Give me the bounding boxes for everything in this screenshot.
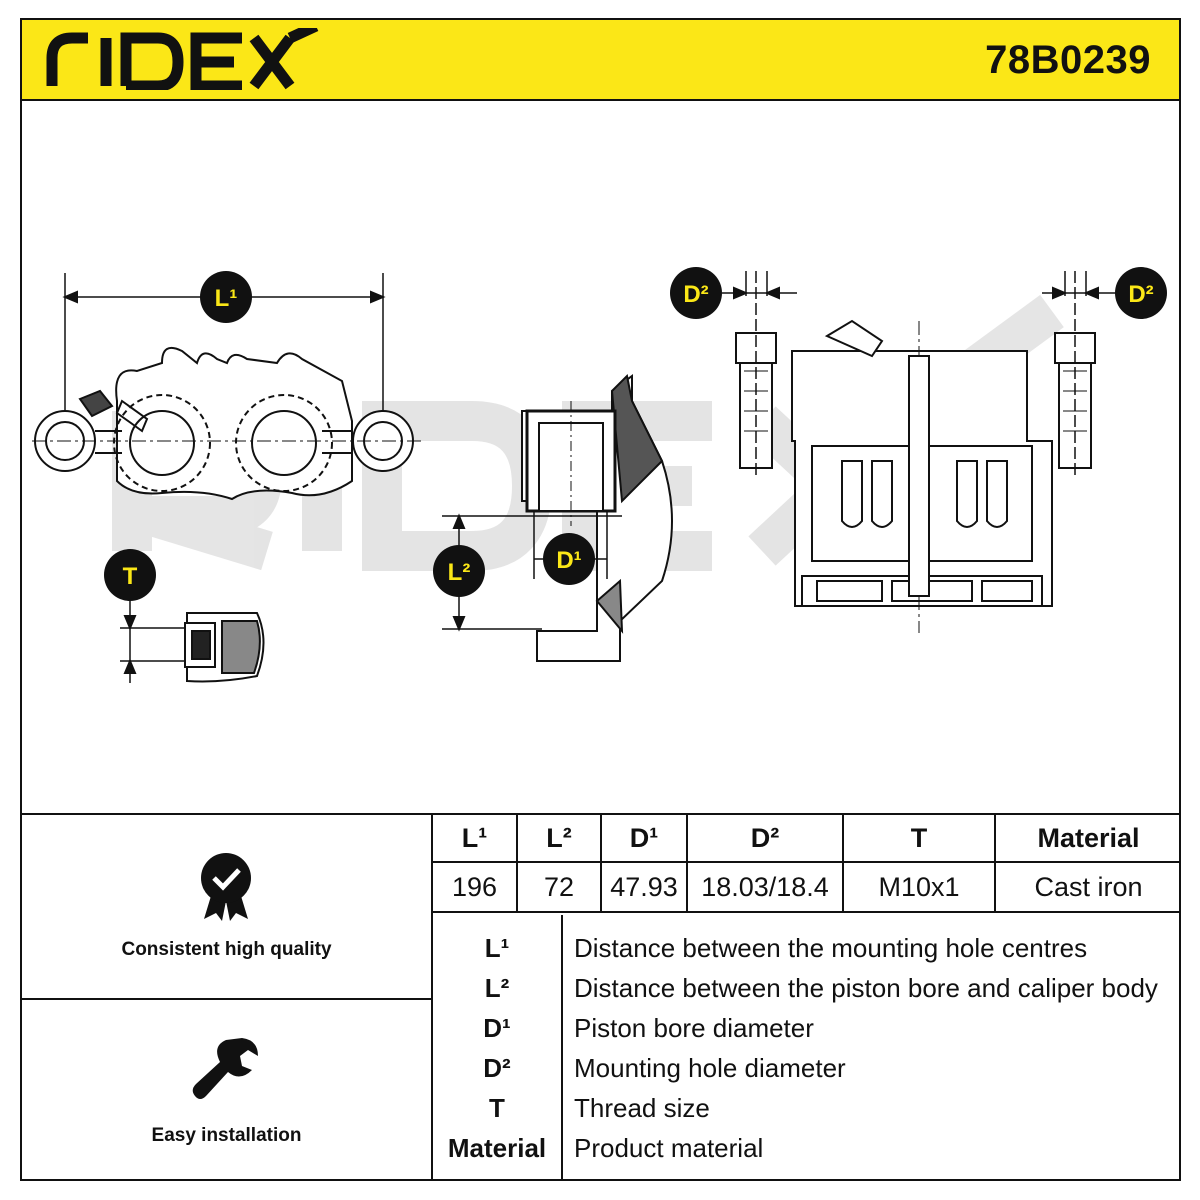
spec-header-l2: L²	[516, 815, 602, 863]
legend-desc: Distance between the mounting hole centr…	[574, 933, 1088, 963]
legend-row: Material Product material	[433, 1128, 1181, 1168]
info-section: Consistent high quality Easy installatio…	[22, 813, 1181, 1181]
spec-header-t: T	[842, 815, 996, 863]
spec-header-d1: D¹	[600, 815, 688, 863]
legend-row: L¹ Distance between the mounting hole ce…	[433, 928, 1181, 968]
callout-t: T	[104, 549, 156, 601]
svg-text:T: T	[123, 563, 138, 590]
spec-header-d2: D²	[686, 815, 844, 863]
svg-text:D¹: D¹	[556, 547, 581, 574]
part-number: 78B0239	[985, 38, 1151, 82]
spec-value-t: M10x1	[842, 861, 996, 913]
ridex-logo	[46, 28, 319, 90]
callout-d2-left: D²	[670, 267, 722, 319]
legend-key: D¹	[483, 1013, 511, 1043]
caliper-front-view	[32, 273, 422, 501]
caliper-top-view	[722, 271, 1117, 633]
legend: L¹ Distance between the mounting hole ce…	[433, 915, 1181, 1181]
legend-desc: Mounting hole diameter	[574, 1053, 846, 1083]
callout-d2-right: D²	[1115, 267, 1167, 319]
wrench-icon	[192, 1038, 258, 1099]
spec-value-l1: 196	[433, 861, 518, 913]
callout-l2: L²	[433, 545, 485, 597]
legend-row: D¹ Piston bore diameter	[433, 1008, 1181, 1048]
spec-panel: L¹ L² D¹ D² T Material 196 72 47.93 18.0…	[431, 815, 1181, 1181]
spec-table: L¹ L² D¹ D² T Material 196 72 47.93 18.0…	[433, 815, 1181, 913]
svg-text:L²: L²	[448, 559, 471, 586]
legend-key: L²	[484, 973, 510, 1003]
spec-value-d2: 18.03/18.4	[686, 861, 844, 913]
callout-l1: L¹	[200, 271, 252, 323]
callout-d1: D¹	[543, 533, 595, 585]
legend-key: T	[489, 1093, 505, 1123]
feature-quality-label: Consistent high quality	[121, 939, 332, 960]
caliper-section-view	[442, 373, 673, 662]
feature-install-label: Easy installation	[151, 1125, 302, 1146]
spec-value-l2: 72	[516, 861, 602, 913]
spec-header-material: Material	[994, 815, 1181, 863]
feature-install: Easy installation	[22, 1000, 431, 1181]
technical-drawing: L¹ T L² D¹ D² D²	[32, 267, 1167, 683]
legend-desc: Piston bore diameter	[574, 1013, 814, 1043]
legend-desc: Thread size	[574, 1093, 710, 1123]
legend-row: T Thread size	[433, 1088, 1181, 1128]
legend-row: D² Mounting hole diameter	[433, 1048, 1181, 1088]
spec-value-material: Cast iron	[994, 861, 1181, 913]
spec-header-row: L¹ L² D¹ D² T Material	[433, 815, 1181, 863]
spec-value-row: 196 72 47.93 18.03/18.4 M10x1 Cast iron	[433, 861, 1181, 913]
quality-badge-icon	[201, 853, 251, 921]
spec-header-l1: L¹	[433, 815, 518, 863]
legend-key: Material	[447, 1133, 547, 1163]
page-frame	[20, 18, 1181, 1181]
legend-desc: Distance between the piston bore and cal…	[574, 973, 1158, 1003]
header-bar: 78B0239	[22, 20, 1179, 101]
legend-row: L² Distance between the piston bore and …	[433, 968, 1181, 1008]
feature-quality: Consistent high quality	[22, 815, 431, 1000]
legend-divider	[561, 915, 563, 1181]
svg-text:L¹: L¹	[215, 285, 238, 312]
legend-key: D²	[483, 1053, 511, 1083]
thread-detail-view	[120, 591, 265, 683]
spec-value-d1: 47.93	[600, 861, 688, 913]
svg-text:D²: D²	[1128, 281, 1153, 308]
svg-text:D²: D²	[683, 281, 708, 308]
legend-desc: Product material	[574, 1133, 764, 1163]
legend-key: L¹	[484, 933, 510, 963]
